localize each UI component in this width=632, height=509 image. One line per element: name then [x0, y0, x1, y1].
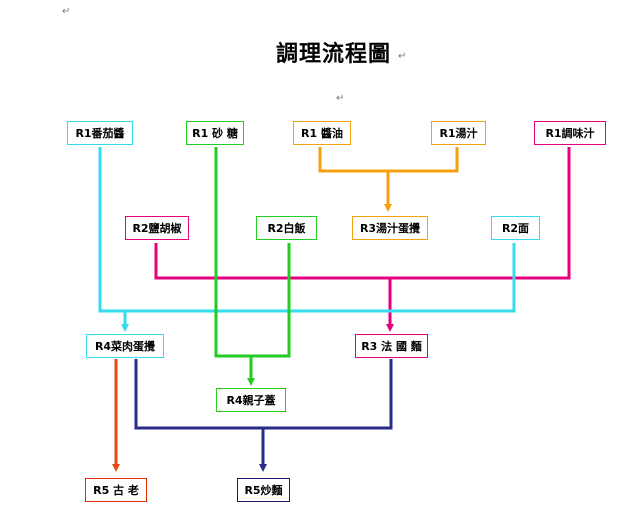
node-r2-noodles: R2面 [491, 216, 540, 240]
node-r5-fried-noodles: R5炒麵 [237, 478, 290, 502]
node-r1-seasoning: R1調味汁 [534, 121, 606, 145]
connector-green [214, 147, 291, 358]
node-r2-salt-pepper: R2鹽胡椒 [125, 216, 189, 240]
paragraph-mark: ↵ [62, 6, 71, 17]
node-r1-soy-sauce: R1 醬油 [293, 121, 351, 145]
connector-orange [318, 147, 459, 173]
paragraph-mark: ↵ [336, 93, 345, 104]
connector-cyan [98, 147, 516, 313]
node-r2-white-rice: R2白飯 [256, 216, 317, 240]
node-r5-gulao: R5 古 老 [85, 478, 147, 502]
node-r1-sugar: R1 砂 糖 [186, 121, 244, 145]
node-r3-broth-egg: R3湯汁蛋攪 [352, 216, 428, 240]
connector-pink [154, 147, 571, 280]
node-r3-french-toast: R3 法 國 麵 [355, 334, 428, 358]
paragraph-mark: ↵ [398, 51, 407, 62]
node-r1-tomato-sauce: R1番茄醬 [67, 121, 133, 145]
page-title: 調理流程圖 [276, 42, 392, 67]
node-r1-broth: R1湯汁 [431, 121, 486, 145]
node-r4-oyakodon: R4親子蓋 [216, 388, 286, 412]
node-r4-veg-meat-egg: R4菜肉蛋攪 [86, 334, 164, 358]
